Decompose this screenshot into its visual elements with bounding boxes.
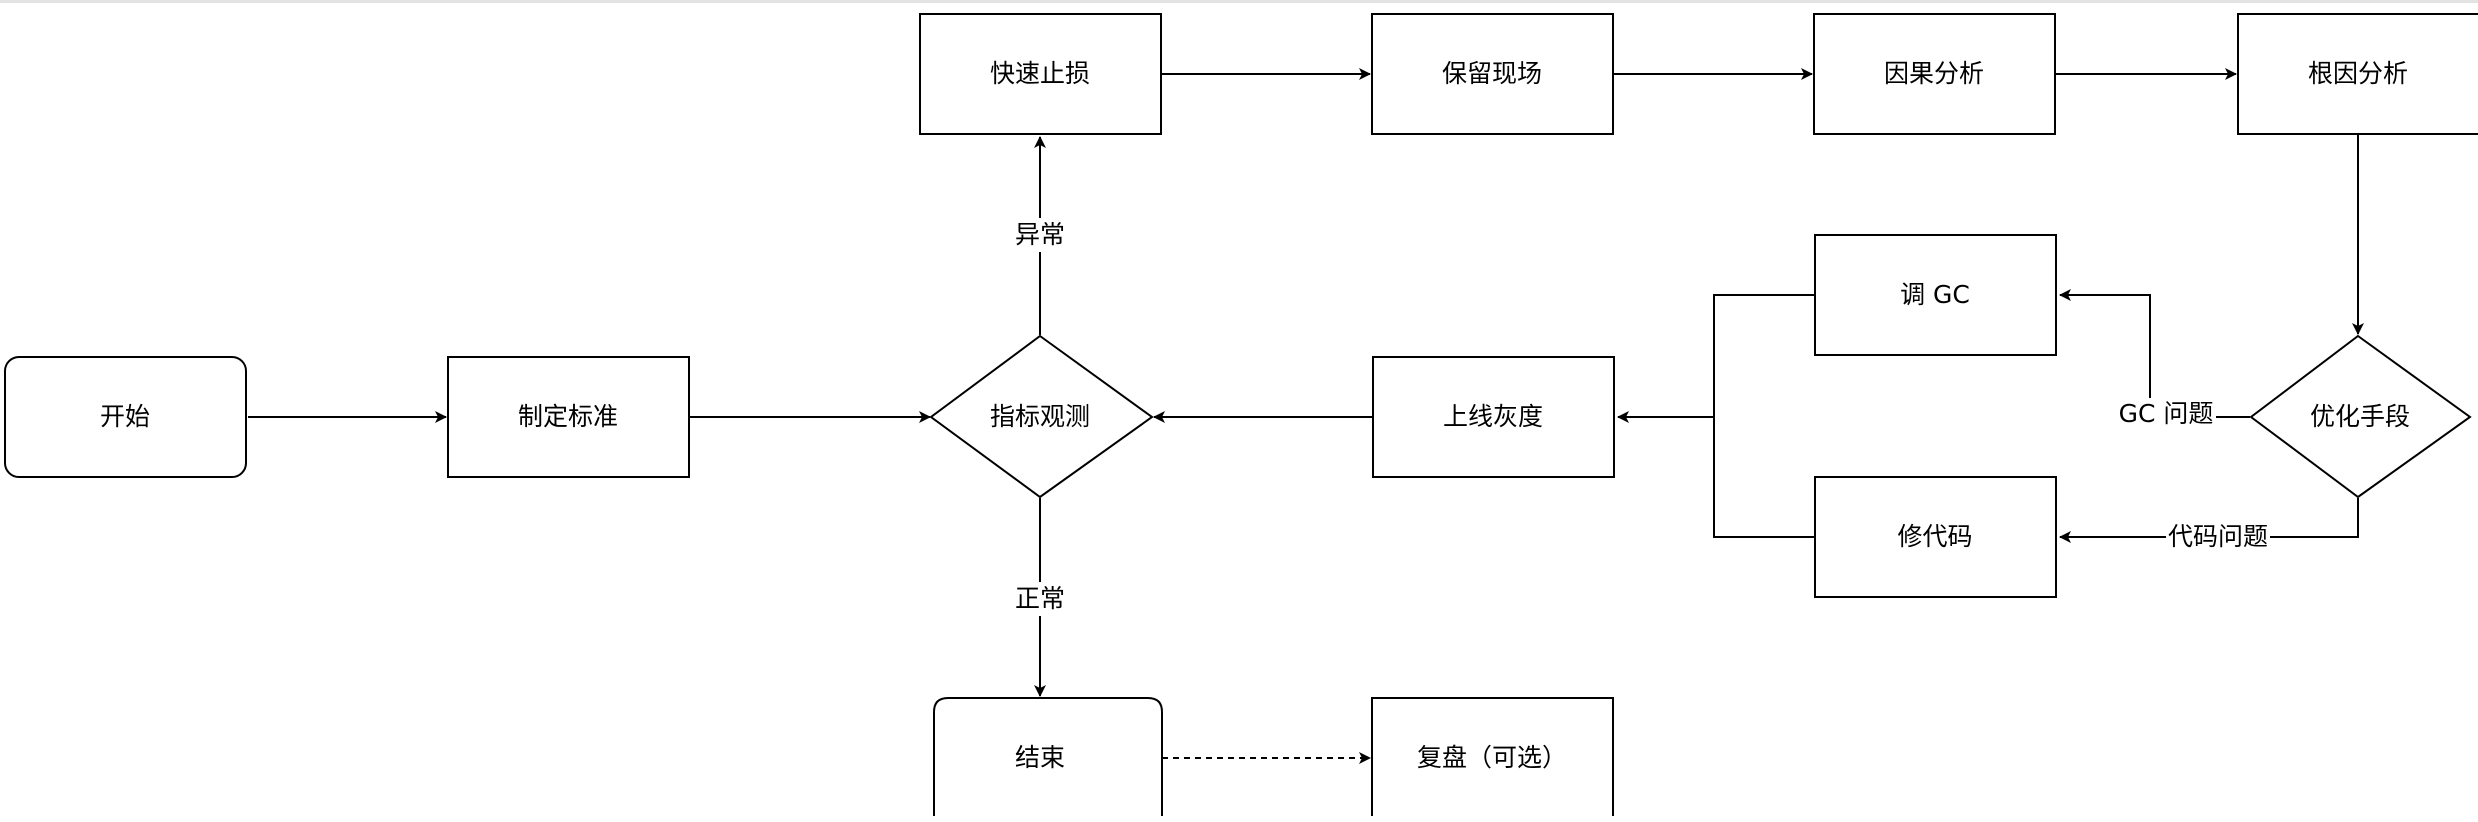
node-quick-stop: 快速止损 — [919, 13, 1162, 135]
node-review-label: 复盘（可选） — [1417, 743, 1567, 772]
edge-label-normal: 正常 — [1013, 582, 1067, 616]
node-optimize-method-label: 优化手段 — [2310, 402, 2410, 431]
node-gray-release: 上线灰度 — [1372, 356, 1615, 478]
node-tune-gc-label: 调 GC — [1900, 280, 1970, 309]
edge-label-code-problem-text: 代码问题 — [2168, 522, 2268, 551]
edge-label-gc-problem: GC 问题 — [2116, 398, 2216, 432]
node-causal-analysis: 因果分析 — [1813, 13, 2056, 135]
edge-optimize-to-fix-code — [2059, 498, 2359, 543]
node-fix-code-label: 修代码 — [1897, 522, 1972, 551]
node-set-standard: 制定标准 — [447, 356, 690, 478]
edge-label-normal-text: 正常 — [1015, 584, 1065, 613]
node-metric-observe: 指标观测 — [929, 334, 1154, 499]
node-gray-release-label: 上线灰度 — [1443, 402, 1543, 431]
node-end-label: 结束 — [1015, 743, 1065, 772]
node-metric-observe-label: 指标观测 — [990, 402, 1090, 431]
edge-tune-gc-to-gray-release — [1713, 294, 1814, 417]
node-quick-stop-label: 快速止损 — [990, 59, 1090, 88]
node-fix-code: 修代码 — [1814, 476, 2057, 598]
node-set-standard-label: 制定标准 — [518, 402, 618, 431]
node-causal-analysis-label: 因果分析 — [1884, 59, 1984, 88]
node-tune-gc: 调 GC — [1814, 234, 2057, 356]
edge-label-abnormal-text: 异常 — [1015, 220, 1065, 249]
top-divider — [0, 0, 2478, 3]
node-root-cause-label: 根因分析 — [2308, 59, 2408, 88]
node-optimize-method: 优化手段 — [2249, 334, 2472, 499]
node-review: 复盘（可选） — [1371, 697, 1614, 816]
node-root-cause: 根因分析 — [2237, 13, 2478, 135]
edge-fix-code-to-gray-release — [1713, 417, 1814, 538]
edge-label-code-problem: 代码问题 — [2166, 520, 2270, 554]
edge-label-gc-problem-text: GC 问题 — [2119, 399, 2214, 428]
node-start: 开始 — [4, 356, 247, 478]
edge-label-abnormal: 异常 — [1013, 218, 1067, 252]
node-keep-scene-label: 保留现场 — [1442, 59, 1542, 88]
node-keep-scene: 保留现场 — [1371, 13, 1614, 135]
node-start-label: 开始 — [100, 402, 150, 431]
node-end: 结束 — [933, 697, 1163, 816]
